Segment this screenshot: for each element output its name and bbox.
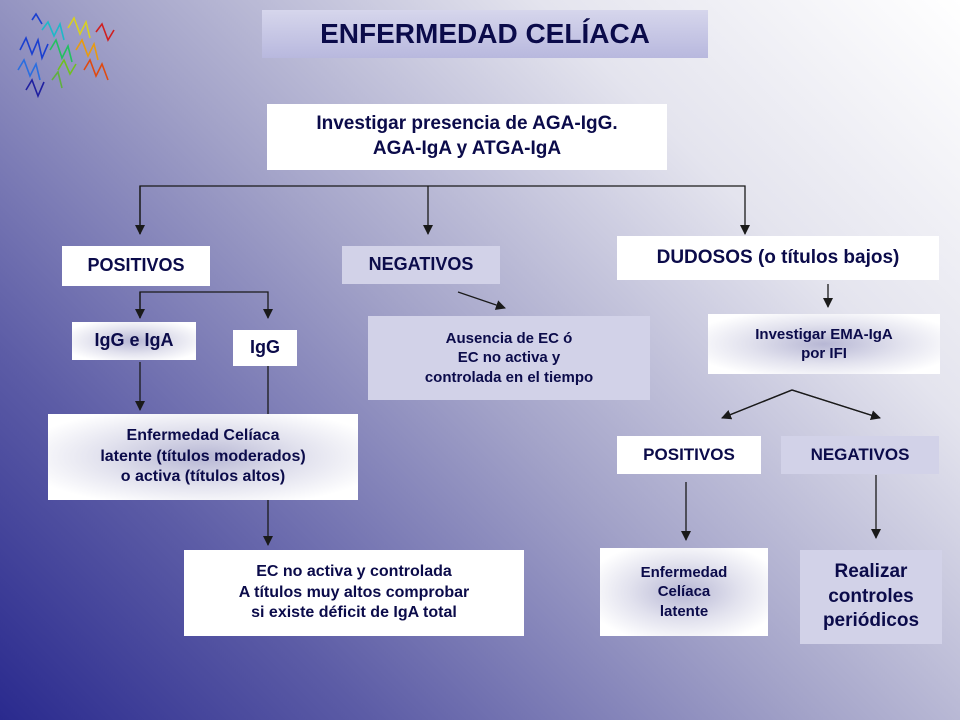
node-line: A títulos muy altos comprobar [238, 583, 470, 601]
node-line: periódicos [822, 610, 920, 632]
node-ausencia: Ausencia de EC ó EC no activa y controla… [368, 316, 650, 400]
node-line: Enfermedad Celíaca [126, 426, 280, 444]
node-line: por IFI [801, 345, 847, 362]
node-line: controles [828, 585, 914, 607]
node-investigar-ema: Investigar EMA-IgA por IFI [708, 314, 940, 374]
node-line: latente [659, 602, 709, 620]
connector-top-bar [139, 185, 750, 235]
node-positivos-ema: POSITIVOS [617, 436, 761, 474]
node-line: Enfermedad [640, 563, 728, 581]
node-line: controlada en el tiempo [424, 368, 594, 386]
node-positivos: POSITIVOS [62, 246, 210, 286]
page-title: ENFERMEDAD CELÍACA [262, 10, 708, 58]
node-line: AGA-IgA y ATGA-IgA [372, 138, 562, 159]
node-line: Realizar [834, 560, 908, 582]
connector-ema-split [721, 389, 881, 419]
node-realizar-controles: Realizar controles periódicos [800, 550, 942, 644]
node-line: Celíaca [657, 583, 711, 601]
node-dudosos: DUDOSOS (o títulos bajos) [617, 236, 939, 280]
node-ec-latente-activa: Enfermedad Celíaca latente (títulos mode… [48, 414, 358, 500]
node-line: si existe déficit de IgA total [251, 604, 457, 622]
node-line: Ausencia de EC ó [445, 329, 573, 347]
node-igg: IgG [233, 330, 297, 366]
protein-structure-logo [17, 12, 115, 99]
node-investigar-presencia: Investigar presencia de AGA-IgG. AGA-IgA… [267, 104, 667, 170]
node-line: latente (títulos moderados) [100, 447, 306, 465]
node-line: Investigar EMA-IgA [755, 325, 893, 343]
arrow-negativos-to-ausencia [457, 291, 506, 310]
node-line: Investigar presencia de AGA-IgG. [316, 113, 618, 135]
node-negativos-ema: NEGATIVOS [781, 436, 939, 474]
node-igg-iga: IgG e IgA [72, 322, 196, 360]
arrow-to-negativos2 [791, 389, 881, 421]
node-ec-latente: Enfermedad Celíaca latente [600, 548, 768, 636]
node-ec-no-activa: EC no activa y controlada A títulos muy … [184, 550, 524, 636]
arrow-to-positivos2 [721, 389, 793, 420]
node-line: EC no activa y [457, 349, 561, 367]
node-negativos: NEGATIVOS [342, 246, 500, 284]
connector-positivos-split [139, 291, 273, 319]
node-line: EC no activa y controlada [256, 562, 452, 580]
node-line: o activa (títulos altos) [120, 468, 286, 486]
